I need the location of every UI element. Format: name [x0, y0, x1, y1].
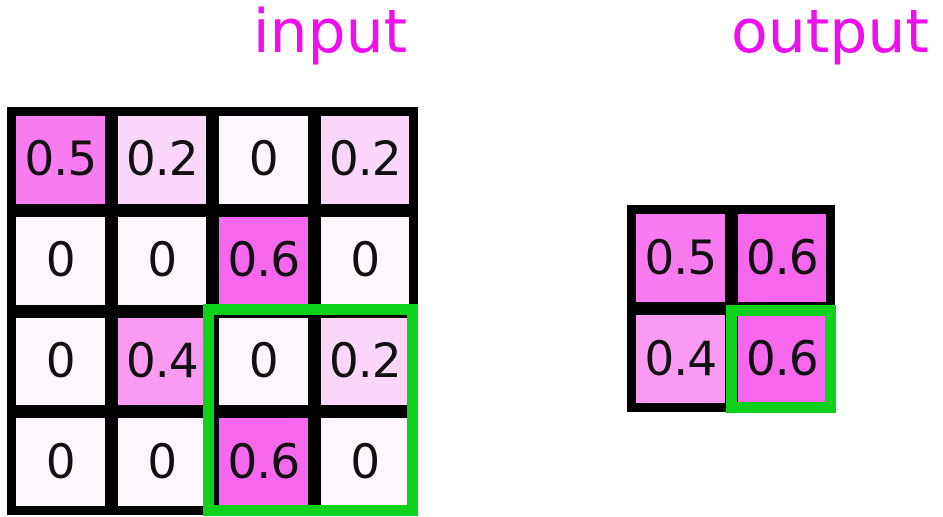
input-cell-r1c2: 0.2: [117, 116, 206, 204]
output-cell-r2c1: 0.4: [636, 315, 725, 403]
input-cell-r4c4: 0: [320, 418, 409, 506]
output-cell-r2c2: 0.6: [737, 315, 826, 403]
input-cell-r3c1: 0: [16, 317, 105, 406]
input-cell-r2c3: 0.6: [219, 216, 308, 305]
input-cell-r1c3: 0: [219, 116, 308, 204]
input-cell-r1c4: 0.2: [320, 116, 409, 204]
output-grid: 0.5 0.6 0.4 0.6: [627, 205, 835, 412]
output-cell-r1c2: 0.6: [737, 214, 826, 302]
input-cell-r3c2: 0.4: [117, 317, 206, 406]
output-cell-r1c1: 0.5: [636, 214, 725, 302]
input-title: input: [252, 0, 408, 67]
input-cell-r4c1: 0: [16, 418, 105, 506]
input-cell-r1c1: 0.5: [16, 116, 105, 204]
input-cell-r4c3: 0.6: [219, 418, 308, 506]
input-cell-r3c3: 0: [219, 317, 308, 406]
input-grid: 0.5 0.2 0 0.2 0 0 0.6 0 0 0.4 0 0.2 0 0 …: [7, 107, 418, 515]
input-cell-r3c4: 0.2: [320, 317, 409, 406]
input-cell-r4c2: 0: [117, 418, 206, 506]
input-cell-r2c2: 0: [117, 216, 206, 305]
input-cell-r2c1: 0: [16, 216, 105, 305]
output-title: output: [731, 0, 929, 67]
input-cell-r2c4: 0: [320, 216, 409, 305]
